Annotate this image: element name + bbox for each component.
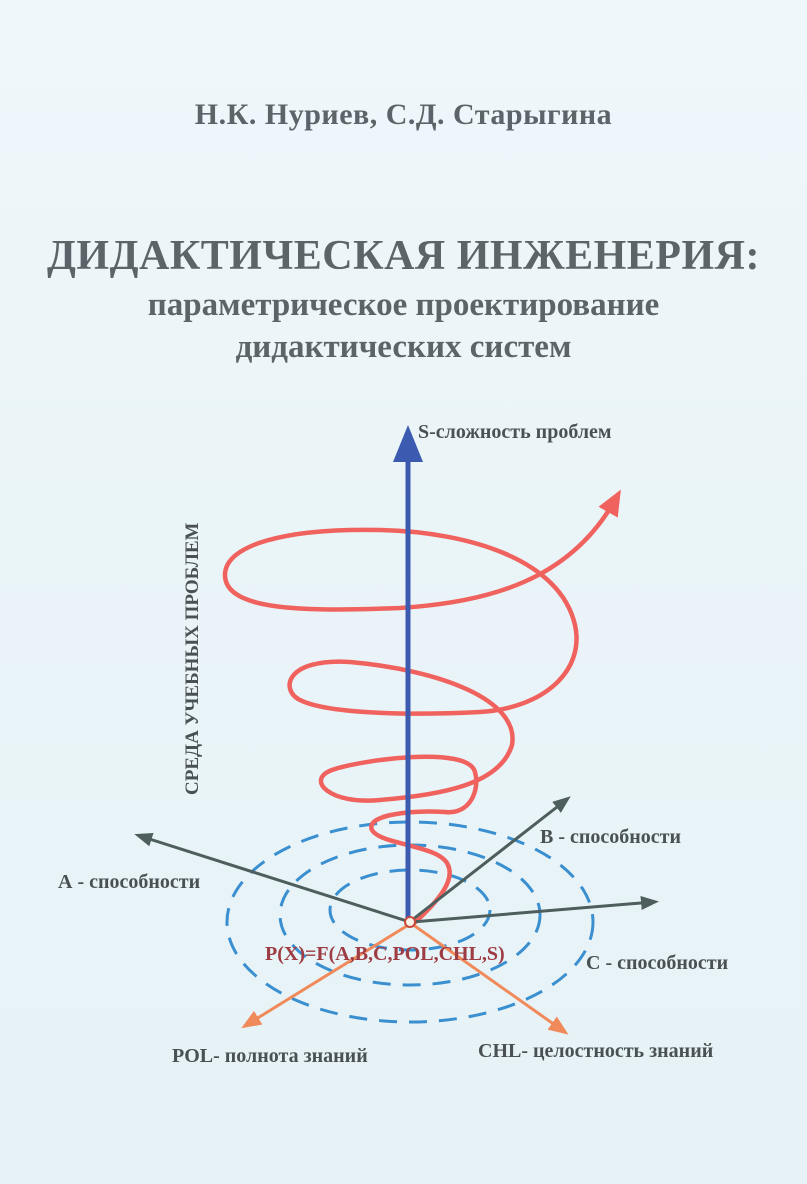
pol-axis [241,922,411,1029]
c-axis-label: C - способности [586,952,728,974]
s-axis-arrowhead [393,425,423,462]
chl-axis [411,922,569,1035]
subtitle-line-2: дидактических систем [235,329,572,365]
environment-label: СРЕДА УЧЕБНЫХ ПРОБЛЕМ [182,522,203,795]
b-axis [411,796,571,922]
formula-label: P(X)=F(A,B,C,POL,CHL,S) [265,943,505,965]
a-axis [134,832,411,924]
b-axis-label: B - способности [540,826,681,848]
origin-point [404,916,416,928]
ring-outer [225,820,595,1024]
chl-axis-label: CHL- целостность знаний [478,1040,713,1062]
authors: Н.К. Нуриев, С.Д. Старыгина [194,98,613,131]
development-spiral [222,489,621,928]
book-title: ДИДАКТИЧЕСКАЯ ИНЖЕНЕРИЯ: [47,233,760,279]
c-axis [411,896,659,924]
ring-inner [328,868,492,952]
subtitle-line-1: параметрическое проектирование [147,287,660,323]
a-axis-label: А - способности [58,871,200,893]
s-axis-label: S-сложность проблем [418,421,612,443]
pol-axis-label: POL- полнота знаний [172,1045,368,1067]
